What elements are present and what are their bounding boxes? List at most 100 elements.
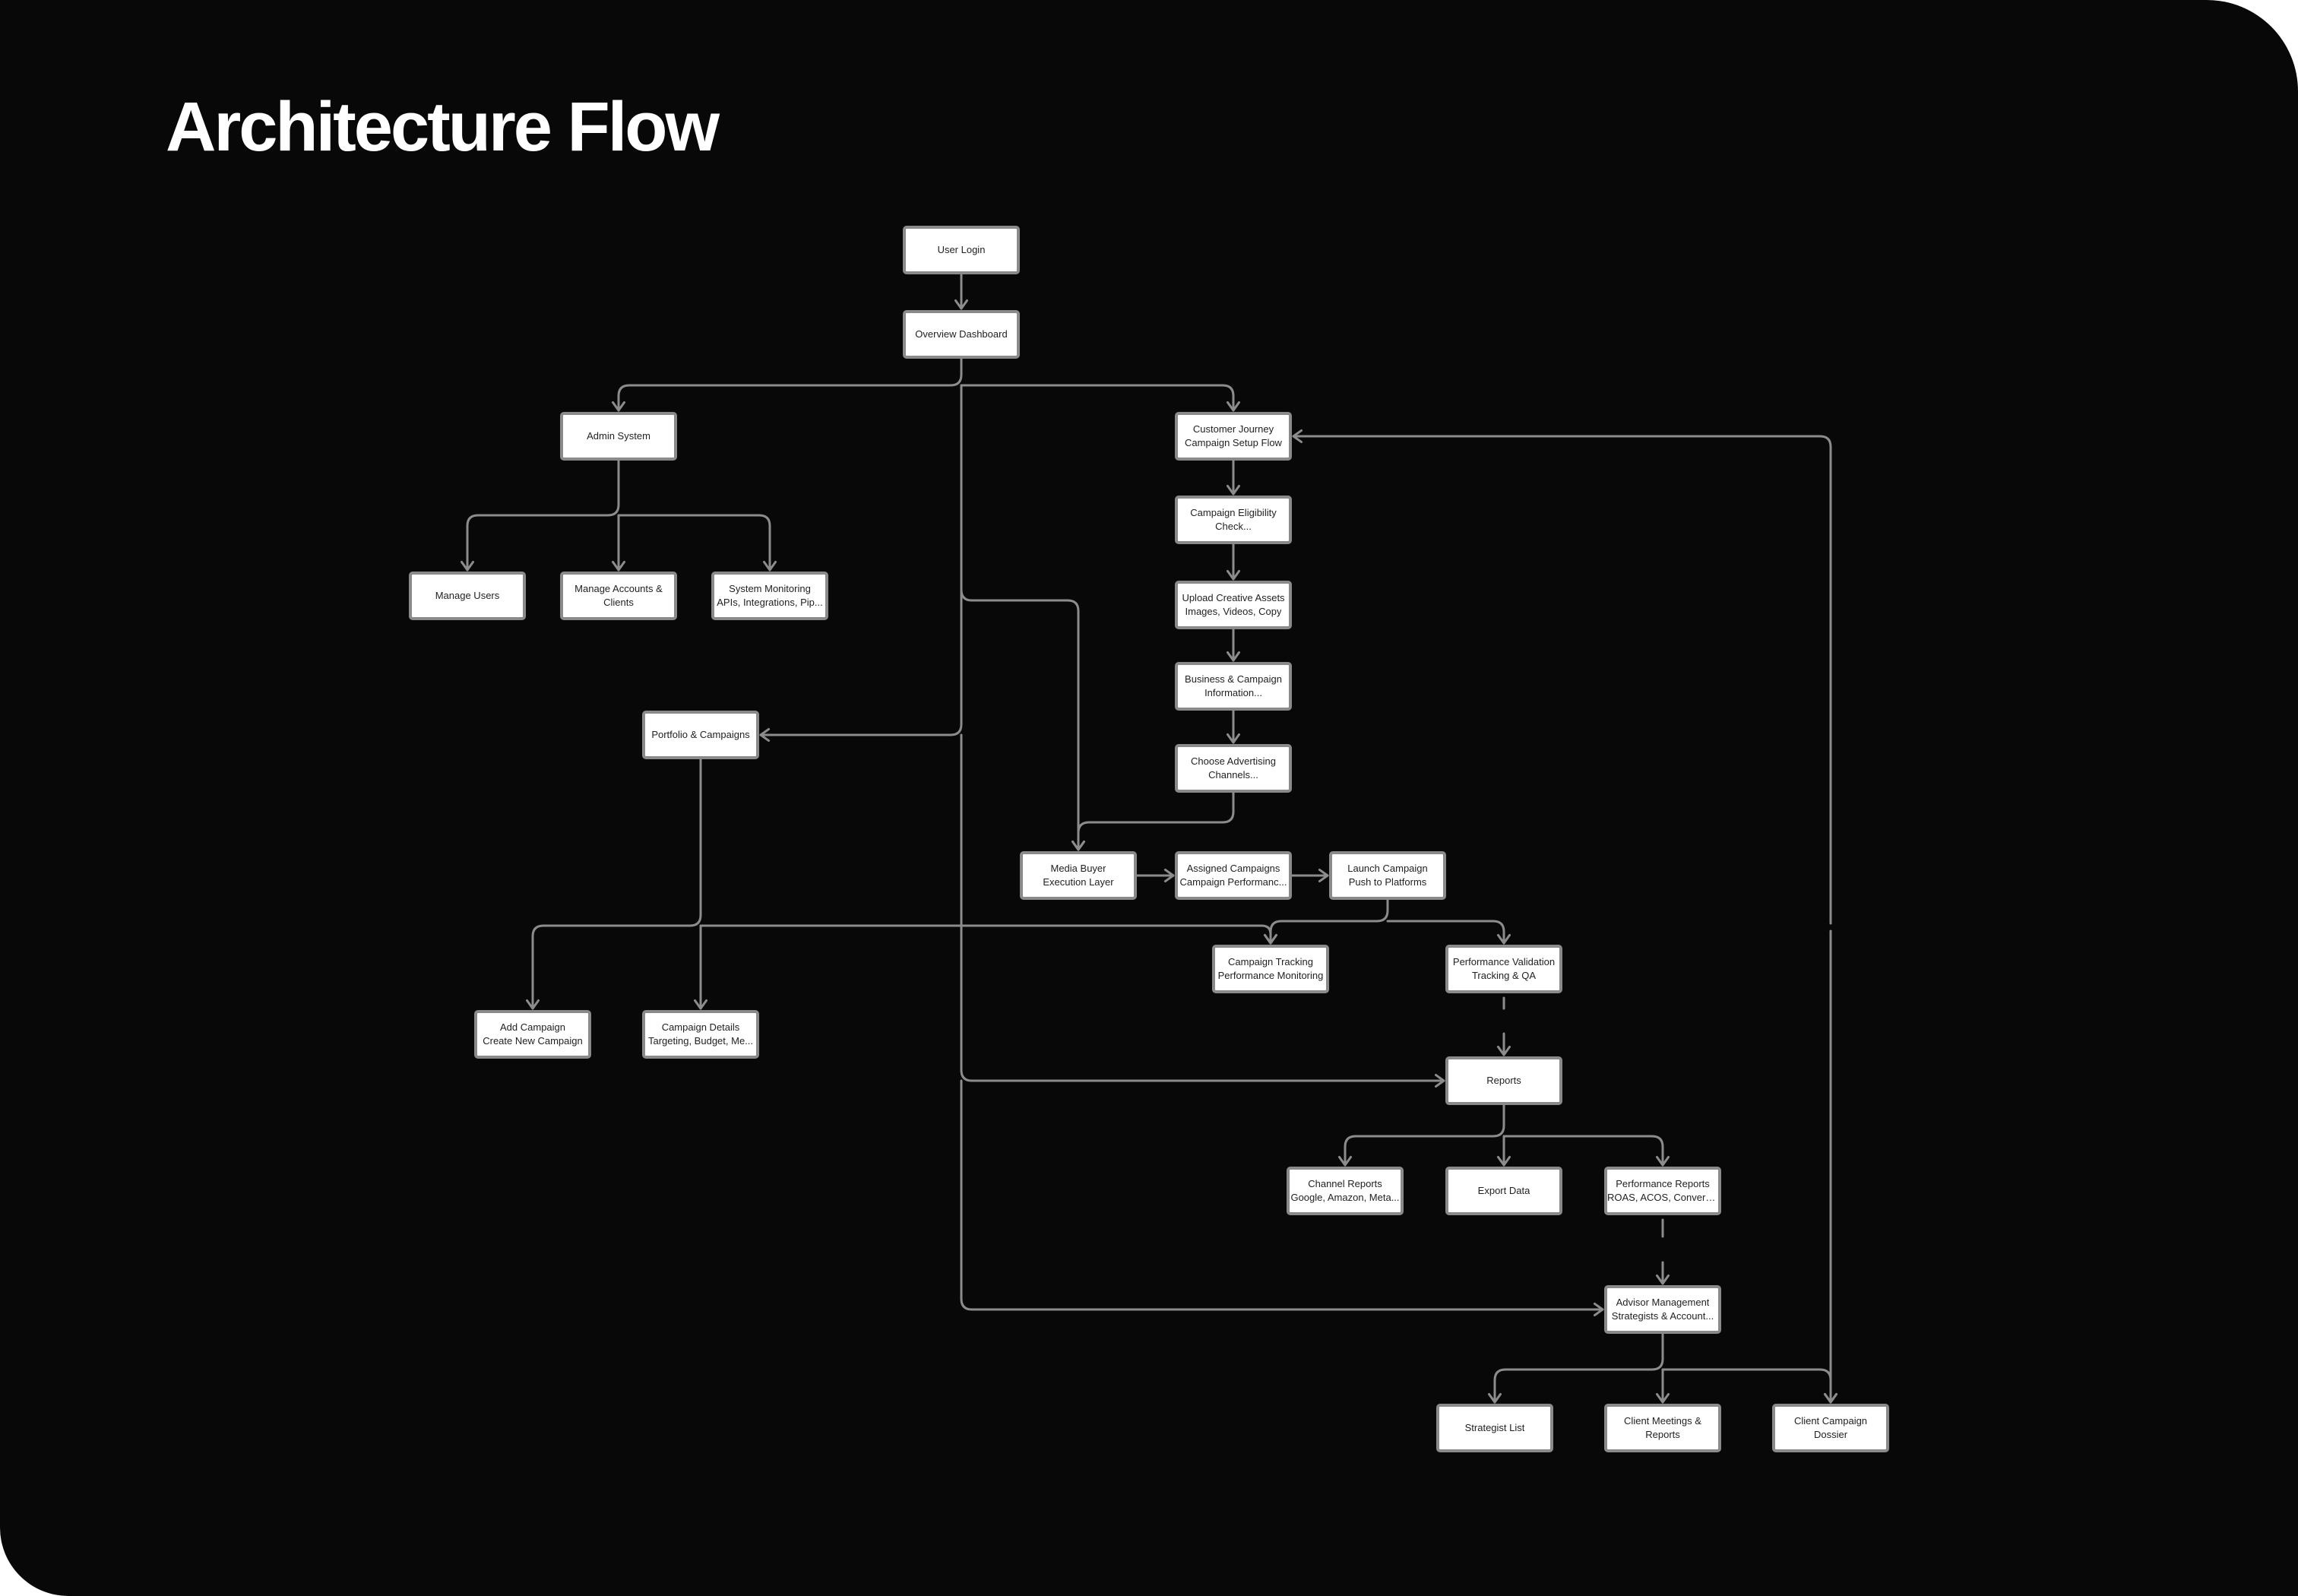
- node-sublabel: APIs, Integrations, Pip...: [717, 597, 823, 608]
- connector-3: [960, 384, 1241, 412]
- node-label: Manage Users: [435, 590, 500, 601]
- node-label: Campaign Eligibility: [1190, 507, 1277, 518]
- node-manage-accounts[interactable]: Manage Accounts & Clients: [560, 572, 677, 620]
- arrowhead: [1655, 1274, 1670, 1285]
- arrowhead: [525, 999, 540, 1010]
- connector-11: [1226, 459, 1241, 496]
- arrowhead: [1226, 651, 1241, 662]
- connector-2: [611, 357, 963, 412]
- node-label: User Login: [937, 244, 986, 255]
- connector-1: [954, 273, 969, 310]
- node-label: Customer Journey: [1192, 423, 1274, 435]
- arrowhead: [1823, 1392, 1838, 1404]
- arrowhead: [1226, 569, 1241, 581]
- arrowhead: [1263, 933, 1278, 945]
- connector-30: [1487, 1332, 1664, 1404]
- node-label: Reports: [1486, 1075, 1521, 1086]
- node-client-meetings[interactable]: Client Meetings & Reports: [1604, 1404, 1721, 1452]
- connector-19: [1386, 920, 1511, 945]
- node-label: Add Campaign: [500, 1021, 565, 1033]
- node-sublabel: Performance Monitoring: [1217, 970, 1324, 981]
- page-title: Architecture Flow: [166, 88, 720, 166]
- node-label: Performance Reports: [1616, 1178, 1710, 1189]
- connector-5: [960, 576, 1086, 851]
- node-label: Business & Campaign: [1185, 673, 1282, 685]
- node-label: Advisor Management: [1616, 1297, 1710, 1308]
- node-portfolio-campaigns[interactable]: Portfolio & Campaigns: [642, 711, 759, 759]
- connector-15: [1071, 791, 1235, 851]
- arrowhead: [1434, 1073, 1445, 1088]
- node-reports[interactable]: Reports: [1445, 1056, 1562, 1105]
- node-sublabel: Information...: [1204, 687, 1262, 698]
- node-user-login[interactable]: User Login: [903, 226, 1020, 274]
- connector-10: [617, 514, 777, 572]
- node-label: Launch Campaign: [1347, 863, 1428, 874]
- node-label: Channel Reports: [1308, 1178, 1382, 1189]
- node-label: Client Meetings &: [1624, 1415, 1701, 1427]
- node-sublabel: Images, Videos, Copy: [1185, 606, 1282, 617]
- node-sublabel: Channels...: [1208, 769, 1258, 781]
- node-label: Client Campaign: [1793, 1415, 1868, 1427]
- connector-17: [1290, 868, 1329, 883]
- node-label: Manage Accounts &: [574, 583, 663, 594]
- node-label: Upload Creative Assets: [1182, 592, 1285, 603]
- connector-21: [693, 924, 708, 1010]
- connector-8: [460, 459, 620, 572]
- node-label: Portfolio & Campaigns: [651, 729, 750, 740]
- node-sublabel: Reports: [1645, 1429, 1680, 1440]
- node-sublabel: Google, Amazon, Meta...: [1290, 1192, 1400, 1203]
- node-label: Overview Dashboard: [915, 328, 1008, 340]
- connector-9: [611, 514, 626, 572]
- node-sublabel: Clients: [603, 597, 634, 608]
- node-sublabel: Create New Campaign: [483, 1035, 583, 1047]
- arrowhead: [460, 560, 475, 572]
- connector-33: [1292, 429, 1832, 925]
- node-sublabel: Strategists & Account...: [1611, 1310, 1714, 1322]
- node-label: System Monitoring: [729, 583, 811, 594]
- node-sublabel: Tracking & QA: [1471, 970, 1537, 981]
- connector-34: [1823, 929, 1838, 1404]
- arrowhead: [1071, 840, 1086, 851]
- arrowhead: [1487, 1392, 1502, 1404]
- arrowhead: [1292, 429, 1303, 444]
- node-label: Choose Advertising: [1190, 755, 1276, 767]
- node-overview-dashboard[interactable]: Overview Dashboard: [903, 310, 1020, 359]
- arrowhead: [1163, 868, 1175, 883]
- connector-24: [1496, 1032, 1511, 1056]
- connector-18: [1263, 898, 1389, 945]
- arrowhead: [1593, 1302, 1604, 1317]
- node-label: Strategist List: [1464, 1422, 1525, 1433]
- node-manage-users[interactable]: Manage Users: [409, 572, 526, 620]
- connector-14: [1226, 709, 1241, 744]
- arrowhead: [759, 727, 771, 743]
- arrowhead: [1226, 401, 1241, 412]
- node-label: Campaign Tracking: [1228, 956, 1313, 967]
- node-strategist-list[interactable]: Strategist List: [1436, 1404, 1553, 1452]
- arrowhead: [1337, 1155, 1353, 1167]
- node-admin-system[interactable]: Admin System: [560, 412, 677, 461]
- arrowhead: [1318, 868, 1329, 883]
- connector-22: [699, 924, 1278, 945]
- arrowhead: [1496, 933, 1511, 945]
- arrowhead: [1655, 1155, 1670, 1167]
- node-label: Assigned Campaigns: [1186, 863, 1280, 874]
- node-export-data[interactable]: Export Data: [1445, 1167, 1562, 1215]
- arrowhead: [693, 999, 708, 1010]
